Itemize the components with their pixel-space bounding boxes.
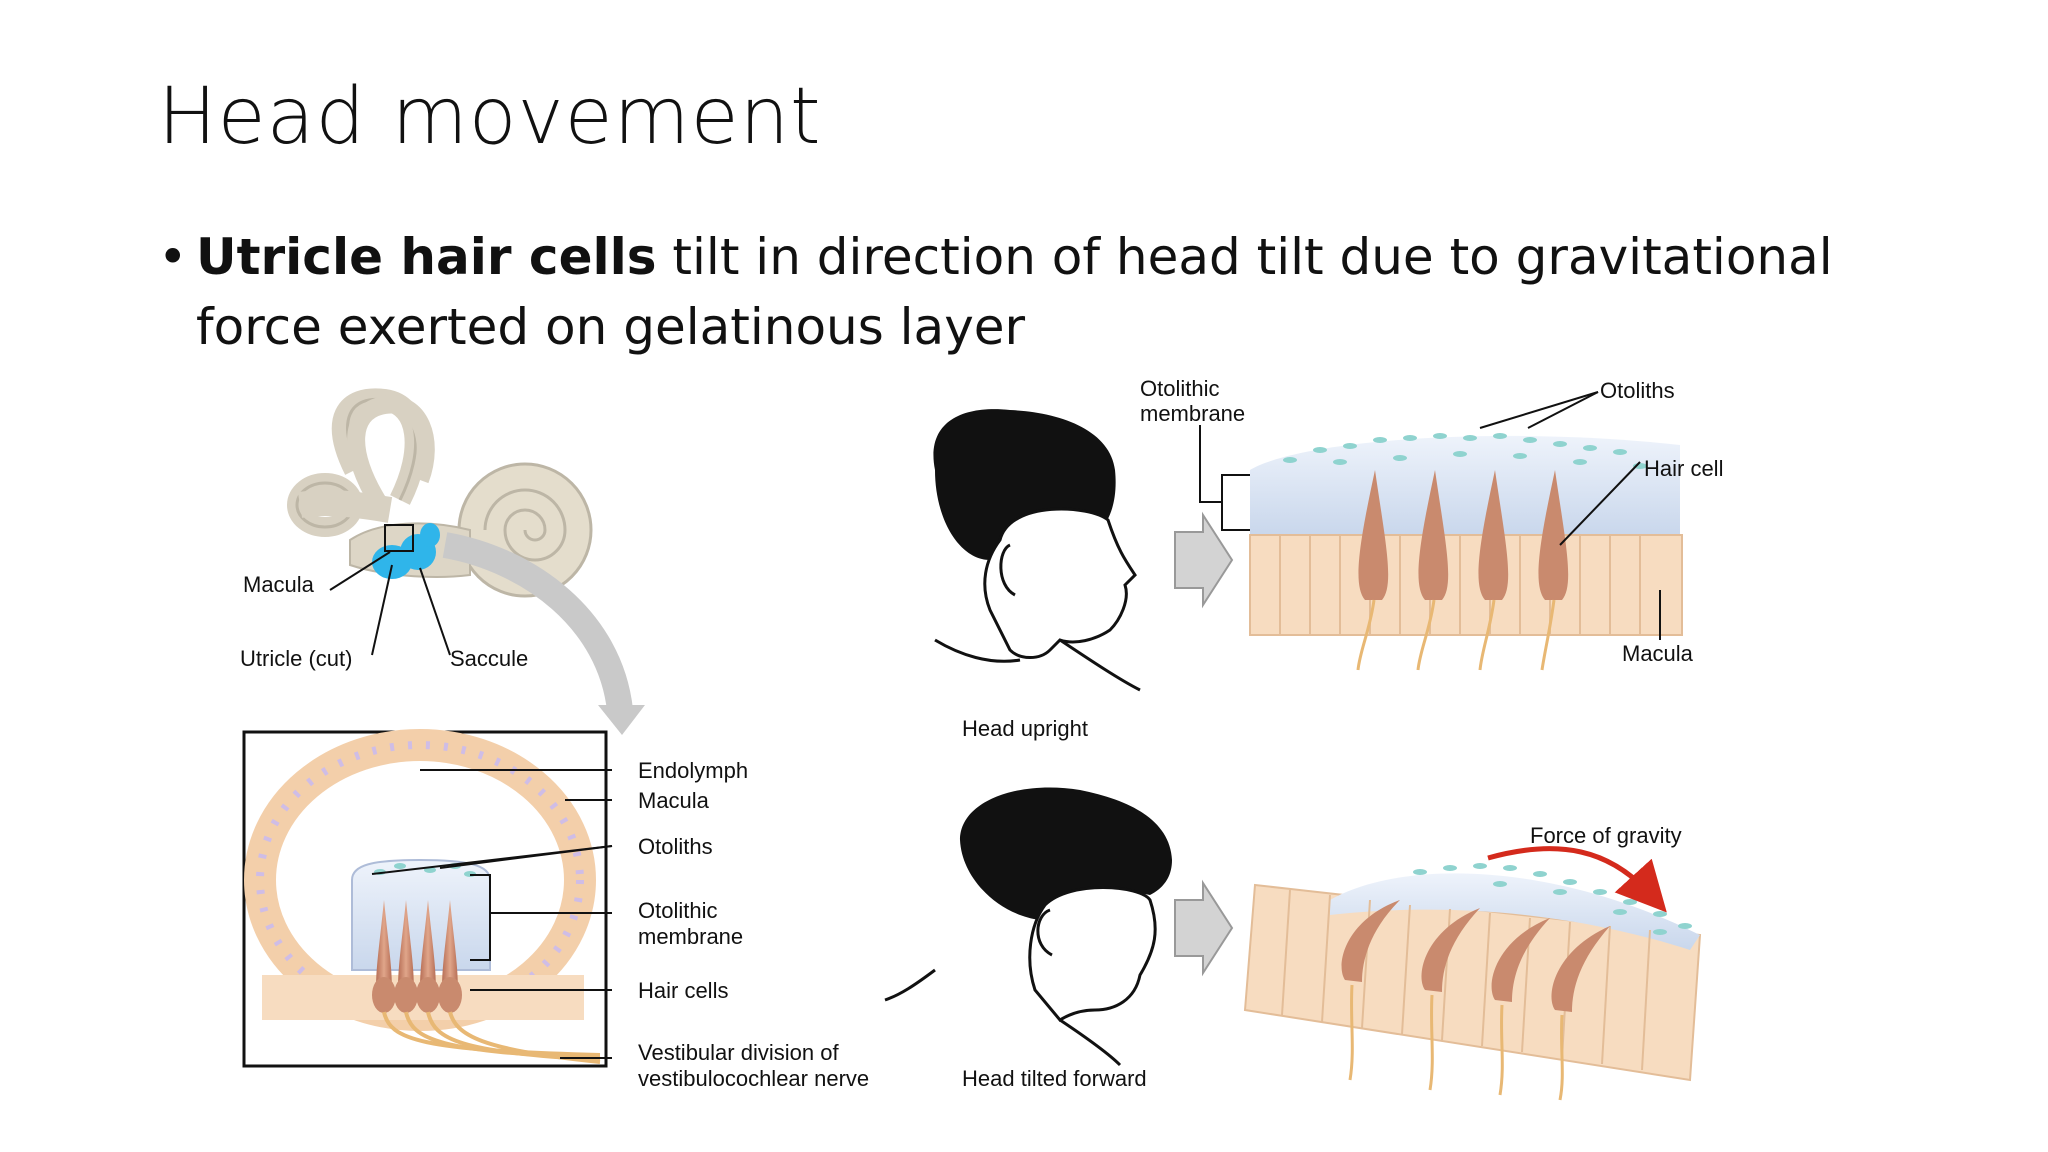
label-utricle: Utricle (cut) xyxy=(240,646,352,671)
upright-label-macula: Macula xyxy=(1622,641,1694,666)
label-otoliths-section: Otoliths xyxy=(638,834,713,859)
bullet-dot: • xyxy=(158,228,188,286)
label-otolithic-membrane-1: Otolithic xyxy=(638,898,717,923)
label-nerve-1: Vestibular division of xyxy=(638,1040,839,1065)
bullet-text: Utricle hair cells tilt in direction of … xyxy=(196,222,1956,362)
head-upright-panel: Otolithic membrane Otoliths Hair cell Ma… xyxy=(933,376,1723,741)
label-saccule: Saccule xyxy=(450,646,528,671)
upright-label-hair-cell: Hair cell xyxy=(1644,456,1723,481)
upright-label-otolithic-2: membrane xyxy=(1140,401,1245,426)
bullet-rest: tilt in direction of head tilt due to gr… xyxy=(196,228,1833,356)
head-upright-illustration xyxy=(933,409,1141,692)
head-tilted-illustration xyxy=(884,787,1172,1067)
bullet-bold-term: Utricle hair cells xyxy=(196,228,657,286)
upright-label-otoliths: Otoliths xyxy=(1600,378,1675,403)
label-macula-section: Macula xyxy=(638,788,710,813)
slide-title: Head movement xyxy=(158,72,822,162)
label-nerve-2: vestibulocochlear nerve xyxy=(638,1066,869,1091)
label-otolithic-membrane-2: membrane xyxy=(638,924,743,949)
label-macula: Macula xyxy=(243,572,315,597)
gravity-arrow xyxy=(1487,846,1667,913)
macula-cross-section: Endolymph Macula Otoliths Otolithic memb… xyxy=(242,729,869,1091)
label-endolymph: Endolymph xyxy=(638,758,748,783)
upright-macula-illustration xyxy=(1249,433,1683,671)
inner-ear-illustration: Macula Utricle (cut) Saccule xyxy=(240,388,645,735)
upright-label-otolithic-1: Otolithic xyxy=(1140,376,1219,401)
tilted-caption: Head tilted forward xyxy=(962,1066,1147,1091)
label-hair-cells: Hair cells xyxy=(638,978,728,1003)
upright-caption: Head upright xyxy=(962,716,1088,741)
tilted-macula-illustration xyxy=(1243,863,1702,1101)
head-tilted-panel: Force of gravity Head tilted forward xyxy=(884,787,1702,1101)
tilted-label-gravity: Force of gravity xyxy=(1530,823,1682,848)
